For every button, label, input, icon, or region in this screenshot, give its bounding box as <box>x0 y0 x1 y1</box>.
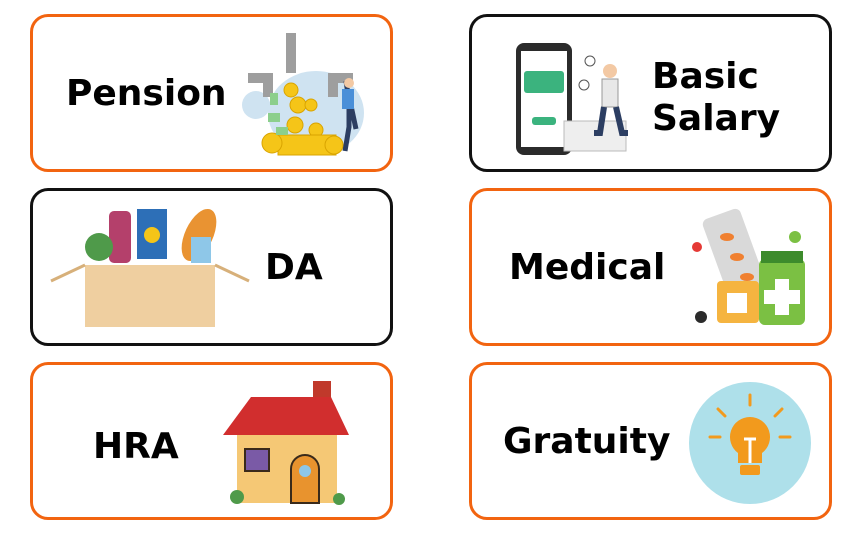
card-label-line2: Salary <box>652 98 781 139</box>
money-tap-icon <box>242 33 364 156</box>
medicine-icon <box>692 208 805 325</box>
card-da: DA <box>30 188 393 346</box>
card-medical: Medical <box>469 188 832 346</box>
grocery-box-icon <box>50 208 250 327</box>
phone-payment-icon <box>516 43 628 155</box>
card-label: Gratuity <box>503 421 671 462</box>
card-hra: HRA <box>30 362 393 520</box>
card-label: DA <box>265 247 323 288</box>
card-label: Medical <box>509 247 666 288</box>
house-icon <box>223 381 349 505</box>
lightbulb-icon <box>689 382 811 504</box>
card-pension: Pension <box>30 14 393 172</box>
card-label: HRA <box>93 426 179 467</box>
card-basic-salary: Basic Salary <box>469 14 832 172</box>
card-gratuity: Gratuity <box>469 362 832 520</box>
card-label-line1: Basic <box>652 56 759 97</box>
card-label: Pension <box>66 73 227 114</box>
